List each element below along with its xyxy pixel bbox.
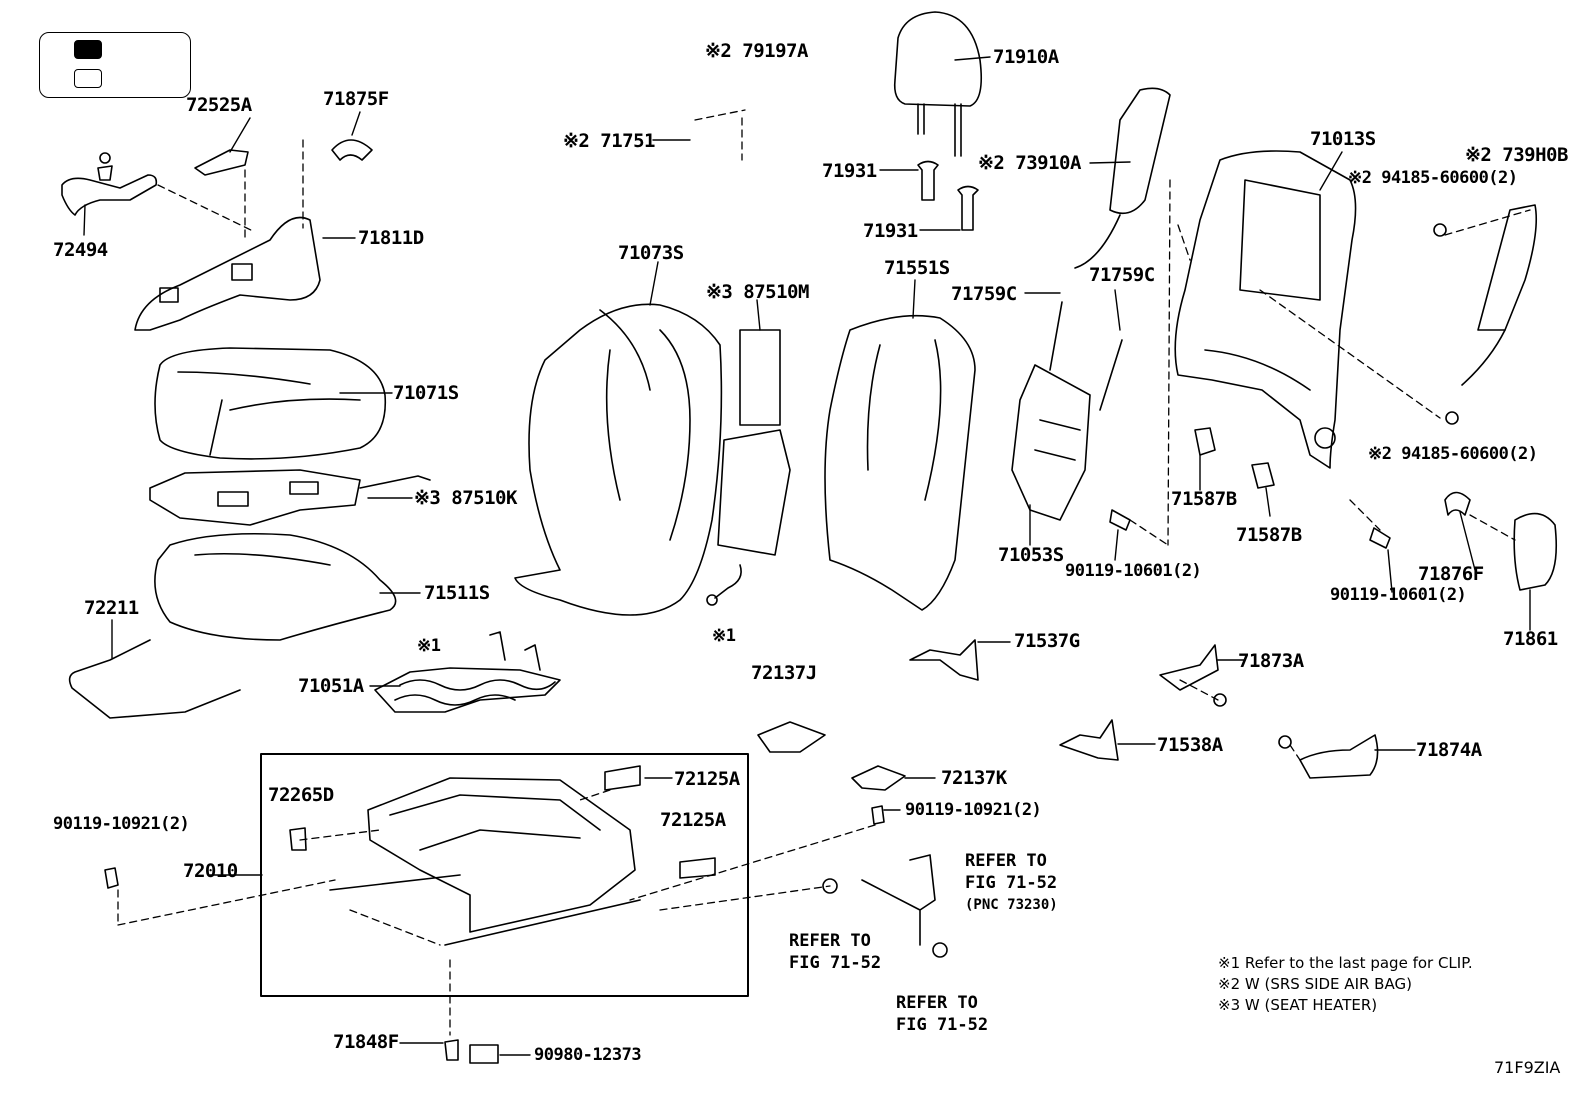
seat-track-shape bbox=[329, 777, 641, 946]
back-heater-shape bbox=[706, 329, 791, 606]
part-label-73910A[interactable]: ※2 73910A bbox=[978, 152, 1081, 174]
part-label-71848F[interactable]: 71848F bbox=[333, 1031, 399, 1053]
part-label-71861[interactable]: 71861 bbox=[1503, 628, 1558, 650]
part-label-71873A[interactable]: 71873A bbox=[1238, 650, 1304, 672]
part-label-72010[interactable]: 72010 bbox=[183, 860, 238, 882]
part-label-71875F[interactable]: 71875F bbox=[323, 88, 389, 110]
cap-71875F-shape bbox=[331, 139, 373, 161]
part-label-71931-b[interactable]: 71931 bbox=[863, 220, 918, 242]
cover-72525A-shape bbox=[194, 149, 249, 176]
seat-track-group-box bbox=[260, 753, 749, 997]
part-label-90119-10601-a[interactable]: 90119-10601(2) bbox=[1065, 561, 1202, 581]
footnotes: ※1 Refer to the last page for CLIP. ※2 W… bbox=[1218, 953, 1473, 1016]
wire-72211-shape bbox=[68, 639, 241, 719]
seat-belt-buckle-shape bbox=[861, 854, 936, 946]
part-label-71759C-b[interactable]: 71759C bbox=[1089, 264, 1155, 286]
part-label-71874A[interactable]: 71874A bbox=[1416, 739, 1482, 761]
part-label-72125A-a[interactable]: 72125A bbox=[674, 768, 740, 790]
refer-line-1: REFER TO bbox=[789, 931, 871, 951]
part-label-90119-10921-b[interactable]: 90119-10921(2) bbox=[905, 800, 1042, 820]
legend-filled-swatch bbox=[74, 40, 102, 59]
lumbar-bracket-shape bbox=[1011, 301, 1123, 521]
part-label-71551S[interactable]: 71551S bbox=[884, 257, 950, 279]
clip-71587B-shape bbox=[1194, 427, 1216, 456]
refer-line-2: FIG 71-52 bbox=[896, 1015, 989, 1035]
part-label-72211[interactable]: 72211 bbox=[84, 597, 139, 619]
part-label-71511S[interactable]: 71511S bbox=[424, 582, 490, 604]
headrest-guide-shapes bbox=[917, 160, 979, 231]
refer-to-fig-a[interactable]: REFER TO FIG 71-52 bbox=[789, 930, 881, 974]
refer-to-fig-pnc[interactable]: REFER TO FIG 71-52 (PNC 73230) bbox=[965, 850, 1058, 916]
part-label-90119-10601-b[interactable]: 90119-10601(2) bbox=[1330, 585, 1467, 605]
part-label-71931-a[interactable]: 71931 bbox=[822, 160, 877, 182]
footnote-1: ※1 Refer to the last page for CLIP. bbox=[1218, 954, 1473, 972]
part-label-72265D[interactable]: 72265D bbox=[268, 784, 334, 806]
part-label-71587B-b[interactable]: 71587B bbox=[1236, 524, 1302, 546]
part-label-87510K[interactable]: ※3 87510K bbox=[414, 487, 517, 509]
part-label-71751[interactable]: ※2 71751 bbox=[563, 130, 656, 152]
part-label-94185-a[interactable]: ※2 94185-60600(2) bbox=[1348, 168, 1518, 188]
legend-empty-swatch bbox=[74, 69, 102, 88]
refer-line-1: REFER TO bbox=[965, 851, 1047, 871]
part-label-79197A[interactable]: ※2 79197A bbox=[705, 40, 808, 62]
side-shield-shape bbox=[134, 216, 321, 331]
cushion-pad-shape bbox=[154, 532, 397, 641]
part-label-739H0B[interactable]: ※2 739H0B bbox=[1465, 144, 1568, 166]
part-label-72525A[interactable]: 72525A bbox=[186, 94, 252, 116]
refer-line-1: REFER TO bbox=[896, 993, 978, 1013]
part-label-71053S[interactable]: 71053S bbox=[998, 544, 1064, 566]
clip-note-label-2[interactable]: ※1 bbox=[712, 626, 736, 646]
part-label-71537G[interactable]: 71537G bbox=[1014, 630, 1080, 652]
part-label-90980-12373[interactable]: 90980-12373 bbox=[534, 1045, 642, 1065]
part-label-71051A[interactable]: 71051A bbox=[298, 675, 364, 697]
part-label-71811D[interactable]: 71811D bbox=[358, 227, 424, 249]
part-label-71910A[interactable]: 71910A bbox=[993, 46, 1059, 68]
back-cover-shape bbox=[514, 303, 723, 616]
refer-line-3: (PNC 73230) bbox=[965, 897, 1058, 913]
part-label-72137K[interactable]: 72137K bbox=[941, 767, 1007, 789]
cushion-heater-shape bbox=[149, 469, 431, 526]
part-label-72137J[interactable]: 72137J bbox=[751, 662, 817, 684]
refer-line-2: FIG 71-52 bbox=[965, 873, 1058, 893]
footnote-2: ※2 W (SRS SIDE AIR BAG) bbox=[1218, 975, 1412, 993]
part-label-71759C-a[interactable]: 71759C bbox=[951, 283, 1017, 305]
back-frame-shape bbox=[1174, 150, 1357, 469]
legend-box bbox=[39, 32, 191, 98]
spring-71051A-shape bbox=[374, 631, 561, 713]
part-label-71073S[interactable]: 71073S bbox=[618, 242, 684, 264]
part-label-71071S[interactable]: 71071S bbox=[393, 382, 459, 404]
part-label-72125A-b[interactable]: 72125A bbox=[660, 809, 726, 831]
part-label-71538A[interactable]: 71538A bbox=[1157, 734, 1223, 756]
part-label-71876F[interactable]: 71876F bbox=[1418, 563, 1484, 585]
cushion-cover-shape bbox=[154, 347, 387, 460]
part-label-71013S[interactable]: 71013S bbox=[1310, 128, 1376, 150]
part-label-87510M[interactable]: ※3 87510M bbox=[706, 281, 809, 303]
clip-note-label-1[interactable]: ※1 bbox=[417, 636, 441, 656]
part-label-90119-10921-a[interactable]: 90119-10921(2) bbox=[53, 814, 190, 834]
part-label-72494[interactable]: 72494 bbox=[53, 239, 108, 261]
side-airbag-right-shape bbox=[1477, 204, 1538, 331]
side-airbag-shape bbox=[1074, 87, 1171, 269]
headrest-shape bbox=[893, 11, 983, 157]
back-pad-shape bbox=[824, 314, 976, 611]
refer-to-fig-b[interactable]: REFER TO FIG 71-52 bbox=[896, 992, 988, 1036]
refer-line-2: FIG 71-52 bbox=[789, 953, 882, 973]
footnote-3: ※3 W (SEAT HEATER) bbox=[1218, 996, 1378, 1014]
lever-72494-shape bbox=[61, 152, 158, 216]
part-label-94185-b[interactable]: ※2 94185-60600(2) bbox=[1368, 444, 1538, 464]
diagram-id: 71F9ZIA bbox=[1494, 1058, 1561, 1077]
part-label-71587B-a[interactable]: 71587B bbox=[1171, 488, 1237, 510]
knob-71861-shape bbox=[1513, 512, 1558, 591]
